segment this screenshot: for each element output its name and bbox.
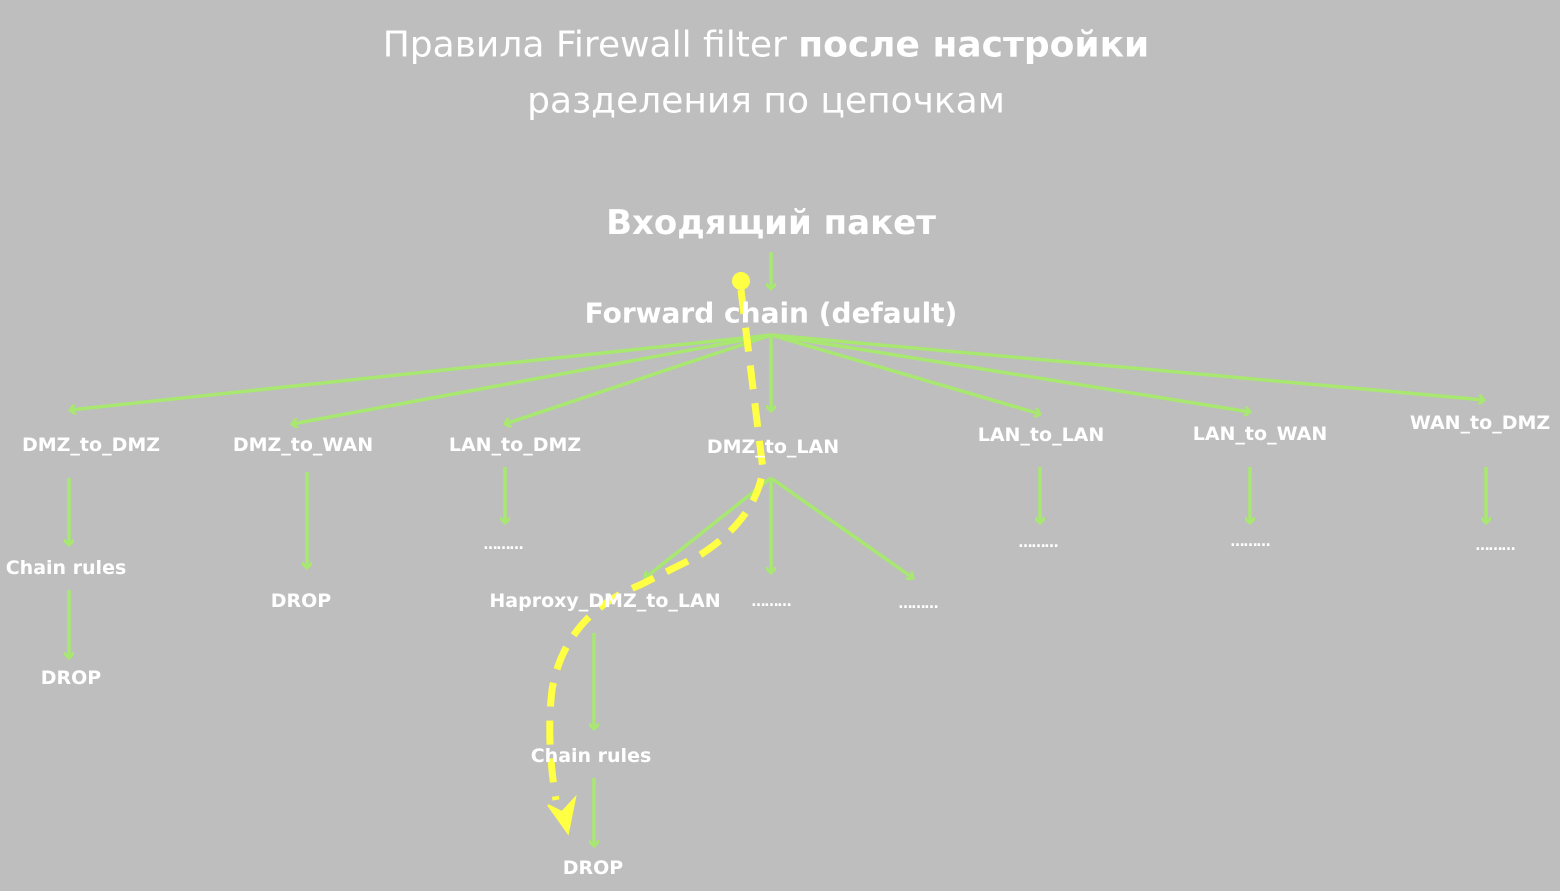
arrow-to-lan-to-dmz: [505, 333, 772, 424]
packet-arrowhead: [547, 794, 577, 836]
title-line-1: Правила Firewall filter после настройки: [383, 25, 1150, 66]
chain-lan-to-lan: LAN_to_LAN: [977, 424, 1105, 446]
title-regular: Правила Firewall filter: [382, 24, 799, 66]
forward-chain-node: Forward chain (default): [584, 296, 958, 330]
arrow-to-dmz-to-dmz: [70, 333, 772, 410]
chain-lan-to-wan: LAN_to_WAN: [1192, 423, 1328, 445]
arrow-to-dmz-to-wan: [292, 333, 772, 424]
chain-lan-to-dmz: LAN_to_DMZ: [448, 434, 582, 456]
chain-rules-node: Chain rules: [530, 745, 652, 767]
ellipsis-node: ………: [1475, 538, 1516, 554]
chain-dmz-to-dmz: DMZ_to_DMZ: [21, 434, 161, 456]
arrow-to-lan-to-wan: [770, 333, 1250, 412]
drop-node: DROP: [562, 857, 624, 879]
drop-node: DROP: [270, 590, 332, 612]
title-bold: после настройки: [798, 24, 1150, 66]
ellipsis-node: ………: [483, 537, 524, 553]
title-line-2: разделения по цепочкам: [527, 80, 1005, 122]
ellipsis-node: ………: [751, 594, 792, 610]
chain-dmz-to-lan: DMZ_to_LAN: [706, 436, 840, 458]
arrow-to-wan-to-dmz: [770, 333, 1484, 400]
ellipsis-node: ………: [1230, 534, 1271, 550]
ellipsis-node: ………: [1018, 535, 1059, 551]
ellipsis-node: ………: [898, 596, 939, 612]
packet-start-dot: [732, 272, 750, 290]
haproxy-chain-node: Haproxy_DMZ_to_LAN: [489, 590, 721, 612]
arrow-to-lan-to-lan: [770, 333, 1040, 414]
chain-dmz-to-wan: DMZ_to_WAN: [232, 434, 374, 456]
chain-wan-to-dmz: WAN_to_DMZ: [1409, 412, 1551, 434]
chain-rules-node: Chain rules: [5, 557, 127, 579]
root-node: Входящий пакет: [606, 203, 936, 243]
packet-path: [546, 272, 767, 836]
drop-node: DROP: [40, 667, 102, 689]
